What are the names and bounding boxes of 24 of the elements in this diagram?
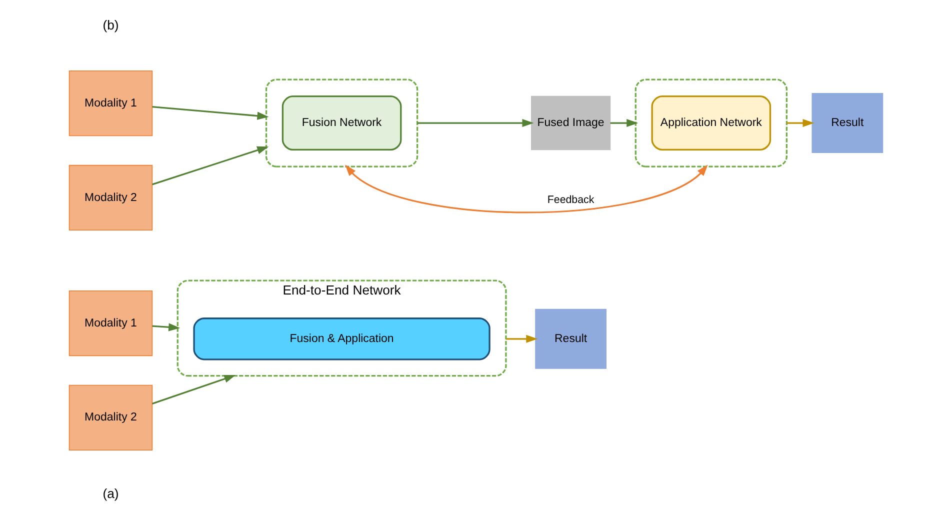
node-box: Result — [535, 308, 606, 369]
cluster — [634, 78, 788, 168]
label: (b) — [102, 17, 119, 32]
label: (a) — [102, 486, 119, 501]
cluster — [265, 78, 418, 168]
node-box: Modality 1 — [68, 70, 153, 136]
arrow — [152, 323, 180, 332]
node-box: Fused Image — [531, 96, 611, 150]
node-box: Fusion Network — [282, 96, 402, 150]
arrow — [345, 164, 708, 214]
node-box: Modality 1 — [68, 290, 153, 356]
arrow — [152, 374, 236, 404]
arrow — [152, 106, 269, 120]
edge-label: Feedback — [547, 194, 594, 206]
node-box: Modality 2 — [68, 164, 153, 231]
node-box: Modality 2 — [68, 384, 153, 451]
arrow — [786, 118, 814, 128]
arrow — [417, 118, 534, 128]
arrow — [152, 146, 269, 186]
arrow — [506, 334, 538, 343]
node-box: Result — [812, 93, 884, 153]
arrow — [610, 118, 638, 128]
node-box: Application Network — [651, 96, 772, 150]
node-box: Fusion & Application — [193, 318, 490, 360]
